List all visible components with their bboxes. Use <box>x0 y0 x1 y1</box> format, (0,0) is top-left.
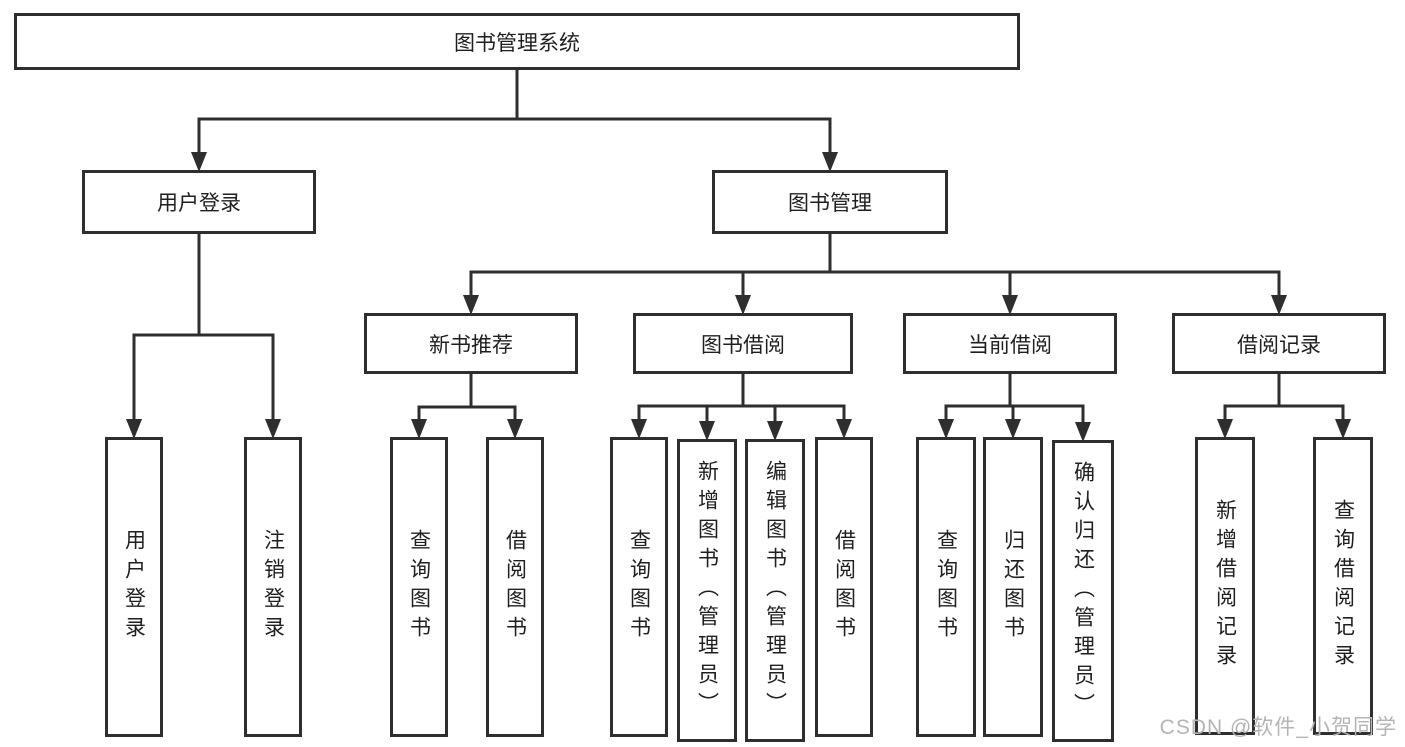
node-label-leaf-user-login: 用户登录 <box>122 529 146 645</box>
node-label-current-borrow: 当前借阅 <box>968 333 1052 357</box>
node-label-leaf-rec-query: 查询图书 <box>407 529 431 645</box>
node-leaf-bb-edit: 编辑图书（管理员） <box>745 439 805 742</box>
node-leaf-rec-borrow: 借阅图书 <box>486 437 544 737</box>
connector-root <box>197 70 832 162</box>
node-leaf-cb-return: 归还图书 <box>983 437 1043 737</box>
node-label-book-mgmt: 图书管理 <box>788 192 872 215</box>
node-leaf-bb-query: 查询图书 <box>610 437 668 737</box>
node-label-borrow-records: 借阅记录 <box>1237 333 1321 357</box>
node-leaf-bb-add: 新增图书（管理员） <box>677 439 737 742</box>
node-label-leaf-logout: 注销登录 <box>261 529 285 645</box>
node-label-leaf-cb-return: 归还图书 <box>1001 529 1025 645</box>
node-current-borrow: 当前借阅 <box>903 313 1117 374</box>
node-label-leaf-br-query: 查询借阅记录 <box>1331 499 1355 673</box>
node-label-user-login: 用户登录 <box>157 192 241 215</box>
node-user-login: 用户登录 <box>82 170 316 234</box>
node-label-root: 图书管理系统 <box>454 31 580 55</box>
node-book-mgmt: 图书管理 <box>712 170 948 234</box>
connector-book-mgmt <box>469 234 1281 305</box>
node-leaf-bb-borrow: 借阅图书 <box>815 437 873 737</box>
connector-current-borrow <box>944 374 1085 432</box>
node-root: 图书管理系统 <box>14 13 1020 70</box>
connector-user-login <box>132 234 275 429</box>
connector-borrow-records <box>1223 374 1345 429</box>
node-label-leaf-cb-confirm: 确认归还（管理员） <box>1071 460 1095 722</box>
node-label-leaf-bb-edit: 编辑图书（管理员） <box>763 460 787 721</box>
node-label-leaf-rec-borrow: 借阅图书 <box>503 529 527 645</box>
node-leaf-user-login: 用户登录 <box>105 437 163 737</box>
node-label-leaf-cb-query: 查询图书 <box>934 529 958 645</box>
connector-book-borrow <box>637 374 846 431</box>
node-leaf-cb-query: 查询图书 <box>916 437 976 737</box>
node-label-book-borrow: 图书借阅 <box>701 333 785 357</box>
node-label-new-book-rec: 新书推荐 <box>429 333 513 357</box>
node-book-borrow: 图书借阅 <box>633 313 853 374</box>
watermark-text: CSDN @软件_小贺同学 <box>1159 716 1397 739</box>
node-borrow-records: 借阅记录 <box>1172 313 1386 374</box>
connector-new-book-rec <box>417 374 517 429</box>
node-leaf-rec-query: 查询图书 <box>390 437 448 737</box>
node-leaf-br-add: 新增借阅记录 <box>1195 437 1255 735</box>
node-label-leaf-bb-add: 新增图书（管理员） <box>695 460 719 721</box>
node-leaf-cb-confirm: 确认归还（管理员） <box>1052 440 1114 742</box>
node-label-leaf-bb-borrow: 借阅图书 <box>832 529 856 645</box>
node-label-leaf-bb-query: 查询图书 <box>627 529 651 645</box>
node-new-book-rec: 新书推荐 <box>364 313 578 374</box>
node-leaf-br-query: 查询借阅记录 <box>1313 437 1373 735</box>
node-label-leaf-br-add: 新增借阅记录 <box>1213 499 1237 673</box>
node-leaf-logout: 注销登录 <box>244 437 302 737</box>
